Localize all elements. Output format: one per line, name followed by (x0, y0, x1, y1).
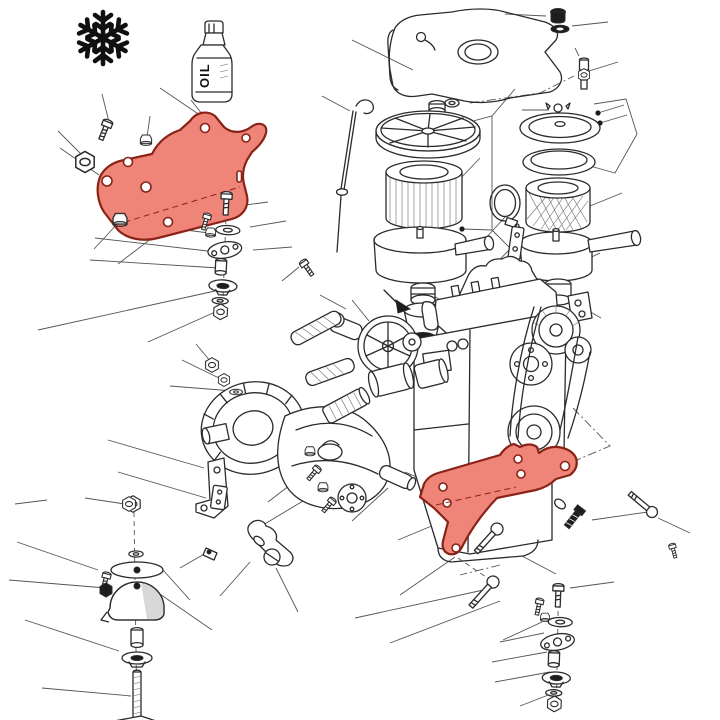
oil-bottle-label: OIL (197, 63, 212, 88)
output-stub (322, 386, 371, 424)
engine-mount-bobbins (367, 332, 449, 398)
shift-lever (247, 519, 294, 567)
rocker-cover (387, 8, 563, 108)
drive-belt (509, 306, 591, 439)
strap-plate (507, 225, 525, 261)
front-snout (201, 422, 230, 445)
oil-bath-housing-with-pipe (519, 227, 642, 282)
air-cleaner-housing (373, 225, 495, 284)
breather-fitting (577, 57, 591, 90)
fan-pulley-wheel (290, 310, 419, 387)
alternator-pulley (564, 336, 592, 364)
base-plate (116, 715, 156, 720)
wing-nut (545, 102, 571, 113)
gasket-ring (522, 148, 596, 176)
mesh-filter-element (525, 177, 591, 233)
oil-bath-air-cleaner (519, 102, 642, 306)
oil-bath-cleaner-cover (519, 112, 601, 144)
upper-bracket-plate (210, 484, 228, 511)
air-cleaner-finned-cover (375, 110, 481, 159)
belt-segment (290, 310, 342, 346)
rubber-reducer (410, 282, 436, 306)
oil-bottle-icon: OIL (191, 20, 233, 103)
water-pump-pulley (509, 342, 553, 386)
black-arrow (383, 289, 412, 314)
rubber-dome-mount (100, 581, 165, 623)
rear-bracket-fasteners (468, 490, 659, 622)
air-filter-element (385, 160, 463, 230)
retaining-clip (202, 547, 218, 561)
rear-mounting-bracket[interactable] (418, 442, 578, 556)
rubber-dome-mount-stack (98, 495, 165, 720)
hose-clamp (489, 184, 521, 229)
gearbox (277, 406, 391, 513)
long-stud (132, 669, 142, 719)
cap-nut-and-washer (550, 8, 570, 34)
snowflake-icon (76, 12, 129, 64)
dipstick (335, 99, 375, 253)
dowel-pin (378, 464, 417, 491)
belt-segment (305, 357, 355, 387)
air-cleaner-assembly (373, 99, 495, 343)
transmission-assembly (200, 381, 391, 513)
